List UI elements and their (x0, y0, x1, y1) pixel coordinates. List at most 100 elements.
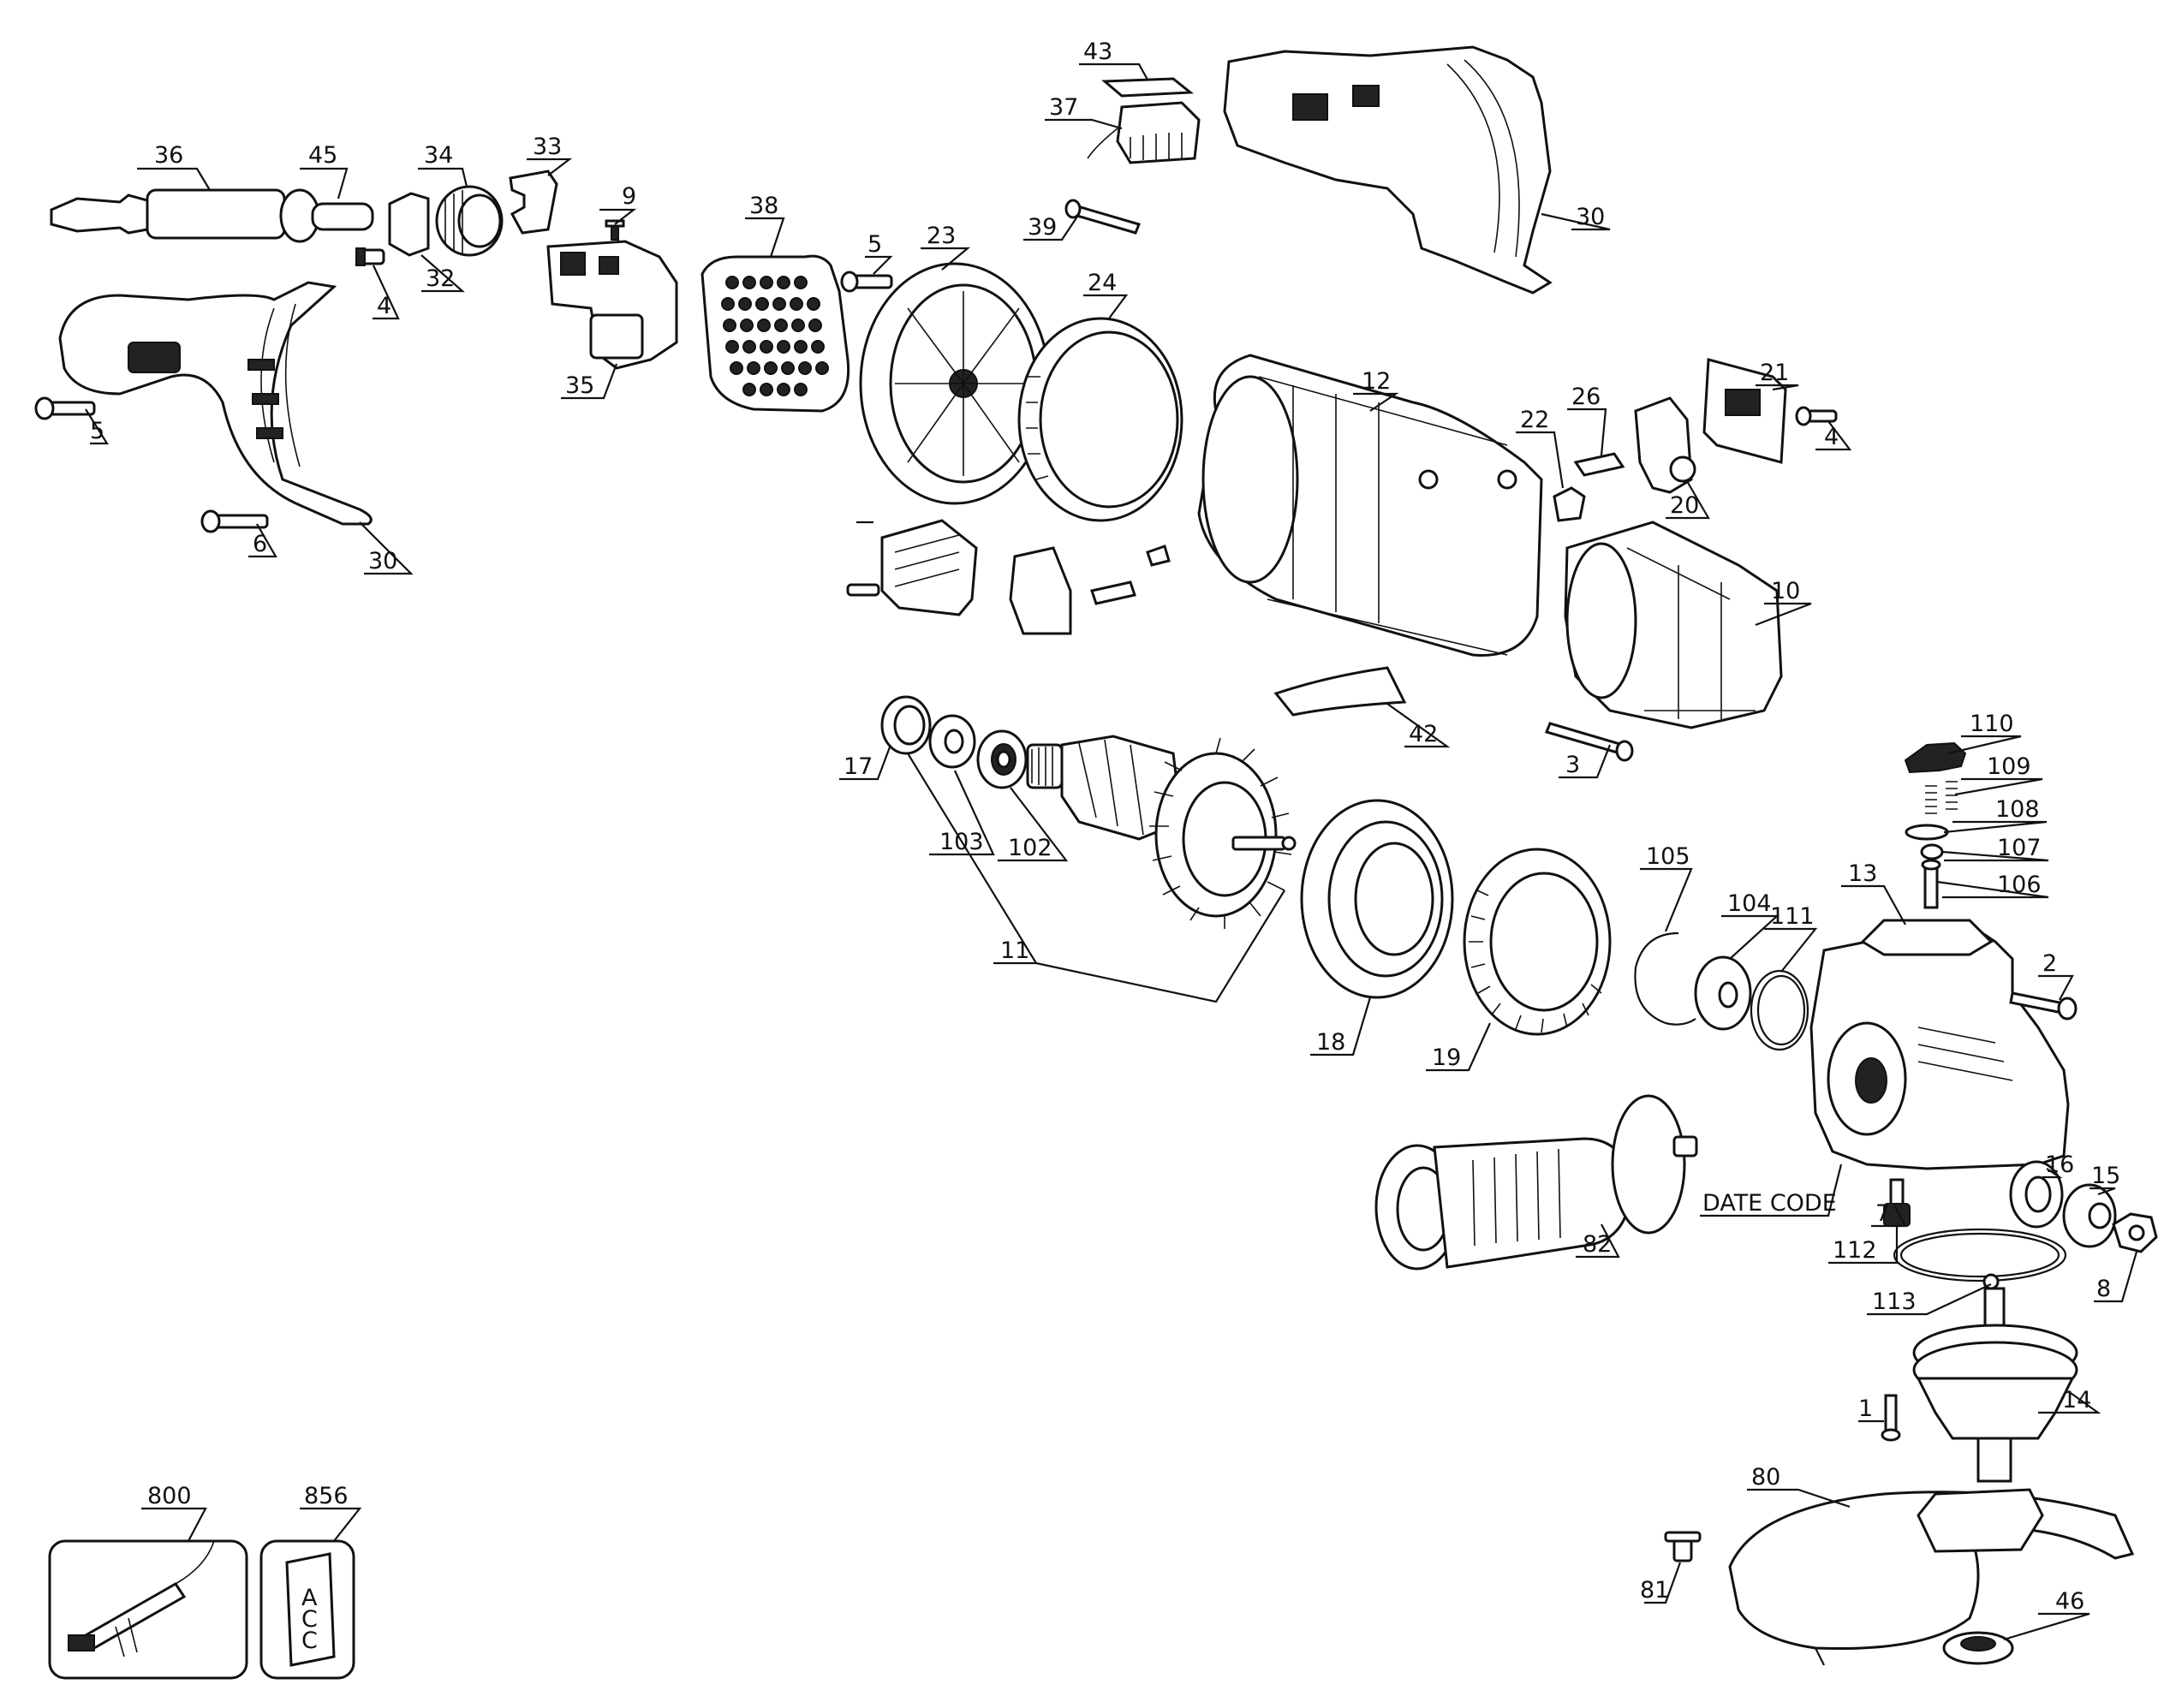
label-15: 15 (2091, 1163, 2120, 1189)
label-104: 104 (1727, 890, 1772, 917)
part-brush-holder-20 (1634, 396, 1696, 494)
part-lock-button-110 (1904, 741, 1967, 774)
part-label-43 (1101, 77, 1195, 98)
label-11: 11 (1000, 937, 1029, 964)
label-113: 113 (1872, 1288, 1917, 1315)
label-800: 800 (147, 1483, 192, 1509)
part-pin-106 (1921, 859, 1941, 909)
part-screw-5a (34, 396, 96, 420)
part-end-cap (859, 262, 1051, 505)
label-10: 10 (1771, 578, 1800, 604)
label-22: 22 (1520, 407, 1549, 433)
leader-lines (85, 62, 2138, 1641)
part-screw-4a (355, 247, 385, 266)
part-brush-cover-lower (846, 519, 1171, 635)
label-42: 42 (1409, 721, 1438, 747)
part-baffle-19 (1463, 848, 1612, 1036)
label-30b: 30 (1576, 204, 1605, 230)
label-24: 24 (1088, 270, 1117, 296)
label-17: 17 (844, 753, 873, 780)
label-4b: 4 (1824, 424, 1839, 450)
label-856-letter-1: A (301, 1585, 318, 1611)
part-brush-37 (1087, 101, 1201, 164)
label-18: 18 (1316, 1029, 1345, 1056)
part-bearing-104 (1694, 955, 1752, 1031)
label-856-letter-3: C (301, 1628, 318, 1654)
label-32: 32 (426, 265, 455, 292)
part-sleeve-10 (1564, 521, 1783, 729)
part-wheel-guard (1728, 1488, 2135, 1666)
part-baffle-ring (1017, 317, 1183, 522)
label-81: 81 (1640, 1577, 1669, 1604)
label-36: 36 (154, 142, 183, 169)
label-46: 46 (2055, 1588, 2084, 1615)
part-strain-relief (435, 185, 504, 257)
part-washer-107 (1920, 843, 1944, 860)
label-34: 34 (424, 142, 453, 169)
part-spindle-assembly (1912, 1287, 2078, 1483)
label-43: 43 (1083, 39, 1112, 65)
part-spring-109 (1925, 781, 1958, 814)
label-45: 45 (308, 142, 337, 169)
label-4a: 4 (377, 293, 391, 319)
label-14: 14 (2062, 1387, 2091, 1413)
part-screw-3 (1544, 722, 1634, 762)
part-bearing-15 (2062, 1183, 2117, 1248)
label-26: 26 (1571, 384, 1601, 410)
part-cord-clamp (388, 192, 430, 257)
label-109: 109 (1987, 753, 2031, 780)
label-23: 23 (927, 223, 956, 249)
label-12: 12 (1362, 368, 1391, 395)
label-110: 110 (1970, 711, 2014, 737)
part-screw-6 (200, 509, 269, 533)
part-retaining-ring (1634, 931, 1696, 1026)
label-107: 107 (1997, 835, 2042, 861)
label-105: 105 (1646, 843, 1690, 870)
part-screw-39 (1064, 199, 1142, 235)
label-9: 9 (622, 183, 636, 210)
label-16: 16 (2045, 1152, 2074, 1178)
part-oring-113 (1893, 1228, 2067, 1290)
part-handle-left (58, 281, 373, 526)
part-bearing-17 (880, 695, 932, 755)
label-date-code: DATE CODE (1702, 1190, 1837, 1217)
label-856-letter-2: C (301, 1606, 318, 1633)
part-armature (1026, 735, 1297, 929)
part-gear-case (1809, 919, 2070, 1170)
part-handle-right (1223, 45, 1553, 295)
part-oring-111 (1750, 969, 1809, 1051)
part-filter-screen (700, 254, 850, 413)
label-35: 35 (565, 372, 594, 399)
label-20: 20 (1670, 492, 1699, 519)
label-33: 33 (533, 134, 562, 160)
label-103: 103 (939, 829, 984, 855)
part-box-800 (48, 1539, 248, 1680)
label-39: 39 (1028, 214, 1057, 241)
label-80: 80 (1751, 1464, 1780, 1491)
label-38: 38 (749, 193, 778, 219)
label-111: 111 (1770, 903, 1815, 930)
label-30a: 30 (368, 548, 397, 574)
part-screw-112 (1883, 1178, 1911, 1227)
part-washer-103 (928, 714, 976, 769)
part-screw-5b (840, 271, 893, 293)
part-flange-46 (1942, 1631, 2014, 1665)
label-108: 108 (1995, 796, 2040, 823)
label-82: 82 (1583, 1231, 1612, 1258)
label-106: 106 (1997, 872, 2042, 898)
label-8: 8 (2096, 1276, 2111, 1302)
label-6: 6 (253, 531, 267, 557)
label-7: 7 (1875, 1200, 1890, 1227)
label-37: 37 (1049, 94, 1078, 121)
part-screw-1 (1881, 1394, 1901, 1442)
label-1: 1 (1858, 1396, 1873, 1422)
label-5a: 5 (90, 418, 104, 444)
part-bearing-102 (976, 729, 1028, 789)
part-screw-4b (1795, 406, 1838, 426)
label-2: 2 (2042, 950, 2057, 977)
part-box-856: A C C (259, 1539, 355, 1680)
part-switch (546, 240, 678, 370)
part-motor-housing (1197, 354, 1543, 657)
part-brush-26 (1573, 452, 1625, 477)
